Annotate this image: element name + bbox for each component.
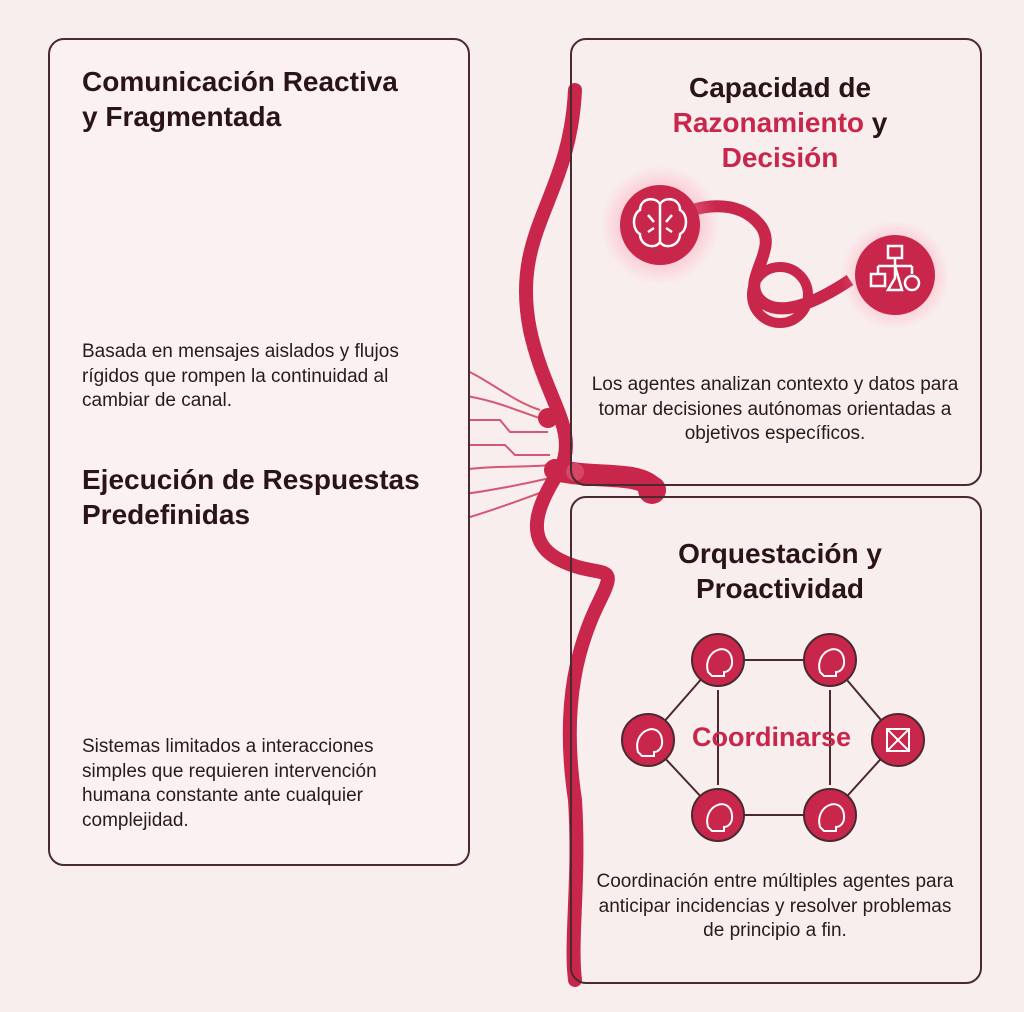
title-line: Ejecución de Respuestas: [82, 464, 420, 495]
text-orchestration: Coordinación entre múltiples agentes par…: [596, 871, 954, 942]
title-line: Orquestación y: [678, 538, 882, 569]
title-accent: Decisión: [721, 142, 839, 173]
data-stream-lines: [454, 364, 551, 521]
fluid-connector: [519, 83, 615, 987]
title-orchestration: Orquestación y Proactividad: [600, 536, 960, 606]
title-line: Capacidad de: [688, 72, 872, 103]
title-line: Comunicación Reactiva: [82, 66, 398, 97]
flowchart-icon: [869, 244, 921, 292]
agent-nodes: [621, 633, 925, 842]
title-reasoning-decision: Capacidad de Razonamiento y Decisión: [600, 70, 960, 175]
title-line: y Fragmentada: [82, 101, 282, 132]
panel-reactive-communication: [48, 38, 470, 866]
panel-reasoning-decision: [570, 38, 982, 486]
title-predefined-responses: Ejecución de Respuestas Predefinidas: [82, 462, 420, 532]
coordinate-label: Coordinarse: [692, 722, 852, 752]
title-reactive-communication: Comunicación Reactiva y Fragmentada: [82, 64, 398, 134]
head-icons: [636, 648, 910, 832]
panel-orchestration: [570, 496, 982, 984]
title-line: Proactividad: [695, 573, 865, 604]
title-tail: y: [864, 107, 888, 138]
text-reasoning-decision: Los agentes analizan contexto y datos pa…: [591, 374, 959, 445]
title-accent: Razonamiento: [672, 107, 864, 138]
brain-icon: [632, 197, 688, 248]
text-reactive-communication: Basada en mensajes aislados y flujos ríg…: [82, 341, 399, 412]
title-line: Predefinidas: [82, 499, 251, 530]
text-predefined-responses: Sistemas limitados a interacciones simpl…: [82, 736, 377, 832]
